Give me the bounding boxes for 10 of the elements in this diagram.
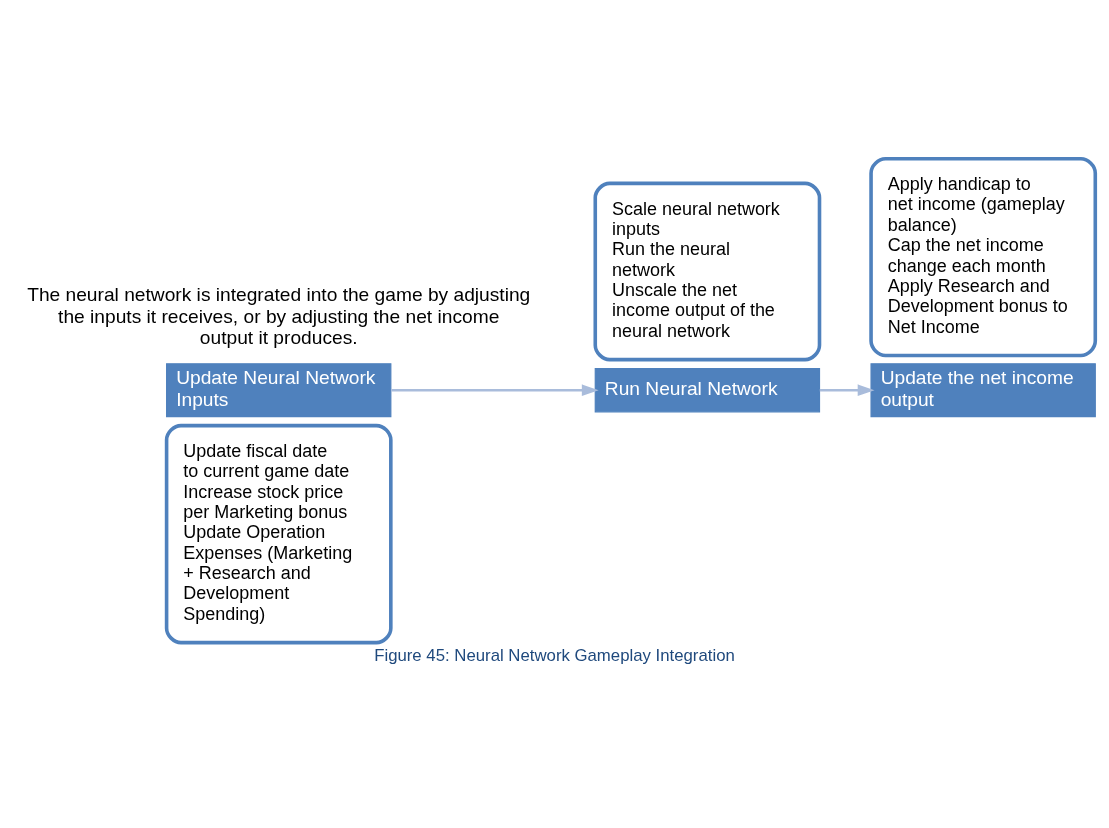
node-box: Update the net income output [870, 362, 1096, 417]
label: The neural network is integrated into the game by adjusting the inputs it receives, or by adjusting the net income output it produces. [27, 283, 531, 348]
arrow [819, 383, 875, 396]
node-box: Update fiscal date to current game date Increase stock price per Marketing bonus Update Operation Expenses (Marketing + Research and Development Spending) [164, 423, 393, 644]
node-box: Apply handicap to net income (gameplay balance) Cap the net income change each month Apply Research and Development bonus to Net Income [869, 156, 1098, 357]
node-box: Update Neural Network Inputs [166, 362, 392, 417]
arrow [391, 383, 599, 396]
node-box: Run Neural Network [594, 367, 821, 412]
node-box: Scale neural network inputs Run the neural network Unscale the net income output of the neural network [593, 181, 822, 361]
caption: Figure 45: Neural Network Gameplay Integration [374, 645, 735, 665]
